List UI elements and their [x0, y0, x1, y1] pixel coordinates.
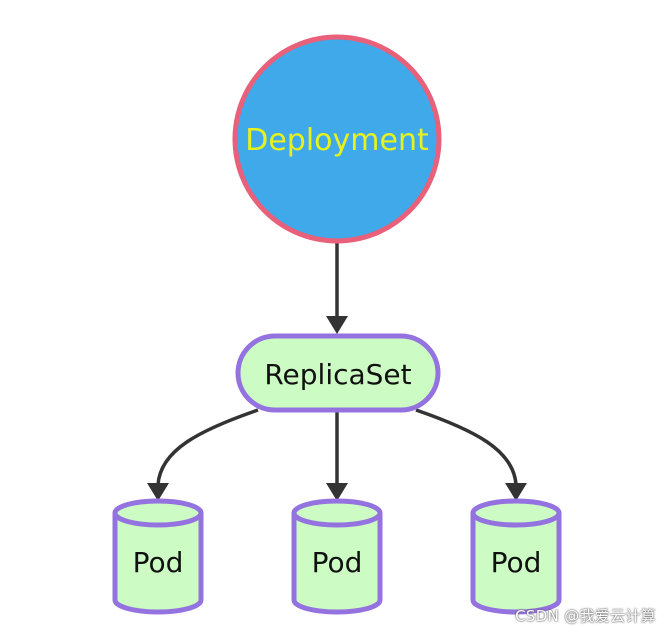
replicaset-rounded-box	[235, 333, 441, 413]
arrowhead-deployment-replicaset	[326, 316, 348, 334]
deployment-circle	[232, 34, 442, 244]
pod-node-1: Pod	[112, 498, 204, 615]
pod-1-cylinder-body	[112, 513, 204, 615]
pod-1-label: Pod	[133, 546, 184, 579]
replicaset-label: ReplicaSet	[264, 358, 411, 391]
pod-node-3: Pod	[470, 498, 562, 615]
pod-3-label: Pod	[491, 546, 542, 579]
arrowhead-replicaset-pod-3	[505, 483, 527, 501]
pod-2-cylinder-body	[291, 513, 383, 615]
pod-2-cylinder-top	[291, 498, 383, 528]
deployment-node: Deployment	[232, 34, 442, 244]
edge-replicaset-pod-1	[156, 408, 259, 486]
pod-3-cylinder-body	[470, 513, 562, 615]
pod-2-label: Pod	[312, 546, 363, 579]
pod-3-cylinder-top	[470, 498, 562, 528]
pod-node-2: Pod	[291, 498, 383, 615]
edge-replicaset-pod-3	[415, 408, 518, 486]
arrowhead-replicaset-pod-2	[326, 483, 348, 501]
arrowhead-replicaset-pod-1	[147, 483, 169, 501]
edges-group	[147, 243, 527, 501]
replicaset-node: ReplicaSet	[235, 333, 441, 413]
deployment-label: Deployment	[245, 123, 429, 158]
pod-1-cylinder-top	[112, 498, 204, 528]
watermark-text: CSDN @我爱云计算	[515, 607, 656, 625]
